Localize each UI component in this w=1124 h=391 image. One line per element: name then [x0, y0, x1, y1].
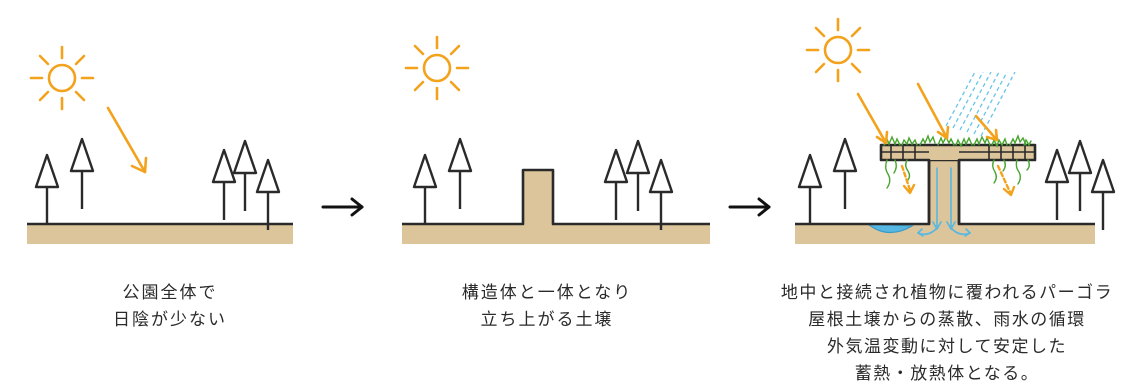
heat-arrowhead [1002, 185, 1016, 197]
heat-arrowhead [902, 183, 916, 195]
caption-panel-1: 公園全体で 日陰が少ない [60, 280, 280, 334]
tree-icon [832, 137, 858, 211]
panel-2 [402, 35, 710, 244]
pergola-outline [879, 143, 1037, 224]
panel-1 [27, 45, 293, 244]
sun-icon [805, 17, 871, 83]
tree-icon [1090, 158, 1116, 232]
tree-icon [412, 153, 438, 227]
tree-icon [69, 137, 95, 211]
tree-icon [1044, 148, 1070, 222]
heat-flow [900, 164, 1012, 194]
water-flow [917, 167, 971, 237]
ground-line [402, 168, 710, 226]
tree-icon [603, 148, 629, 222]
ground [402, 224, 710, 244]
ground [27, 224, 293, 244]
arrow-right-icon [728, 197, 771, 217]
tree-icon [232, 139, 258, 213]
sun-icon [29, 45, 95, 111]
tree-icon [797, 153, 823, 227]
tree-icon [34, 153, 60, 227]
tree-icon [648, 158, 674, 232]
tree-icon [255, 158, 281, 232]
rain-icon [945, 71, 1016, 137]
tree-icon [211, 148, 237, 222]
caption-line: 屋根土壌からの蒸散、雨水の循環 [808, 310, 1086, 330]
soil-column [523, 170, 553, 226]
arrow-right-icon [321, 197, 364, 217]
sun-icon [404, 35, 470, 101]
panel-3 [795, 17, 1116, 244]
caption-line: 外気温変動に対して安定した [827, 337, 1067, 357]
tree-icon [447, 137, 473, 211]
caption-panel-2: 構造体と一体となり 立ち上がる土壌 [432, 280, 662, 334]
pergola-roof-soil [881, 145, 1035, 160]
caption-panel-3: 地中と接続され植物に覆われるパーゴラ 屋根土壌からの蒸散、雨水の循環 外気温変動… [770, 280, 1124, 388]
tree-icon [1067, 139, 1093, 213]
hanging-vines [885, 159, 1030, 189]
tree-icon [625, 139, 651, 213]
pergola-icon [879, 143, 1037, 224]
ground [795, 224, 1095, 244]
sun-ray-arrows [856, 82, 999, 145]
caption-line: 地中と接続され植物に覆われるパーゴラ [780, 283, 1114, 303]
water-pond [866, 223, 915, 234]
pergola-column-soil [929, 160, 959, 226]
caption-line: 蓄熱・放熱体となる。 [854, 364, 1040, 384]
caption-line: 構造体と一体となり [461, 283, 633, 303]
sun-ray-arrow [106, 106, 148, 174]
caption-line: 立ち上がる土壌 [480, 310, 614, 330]
caption-line: 日陰が少ない [113, 310, 227, 330]
caption-line: 公園全体で [122, 283, 218, 303]
